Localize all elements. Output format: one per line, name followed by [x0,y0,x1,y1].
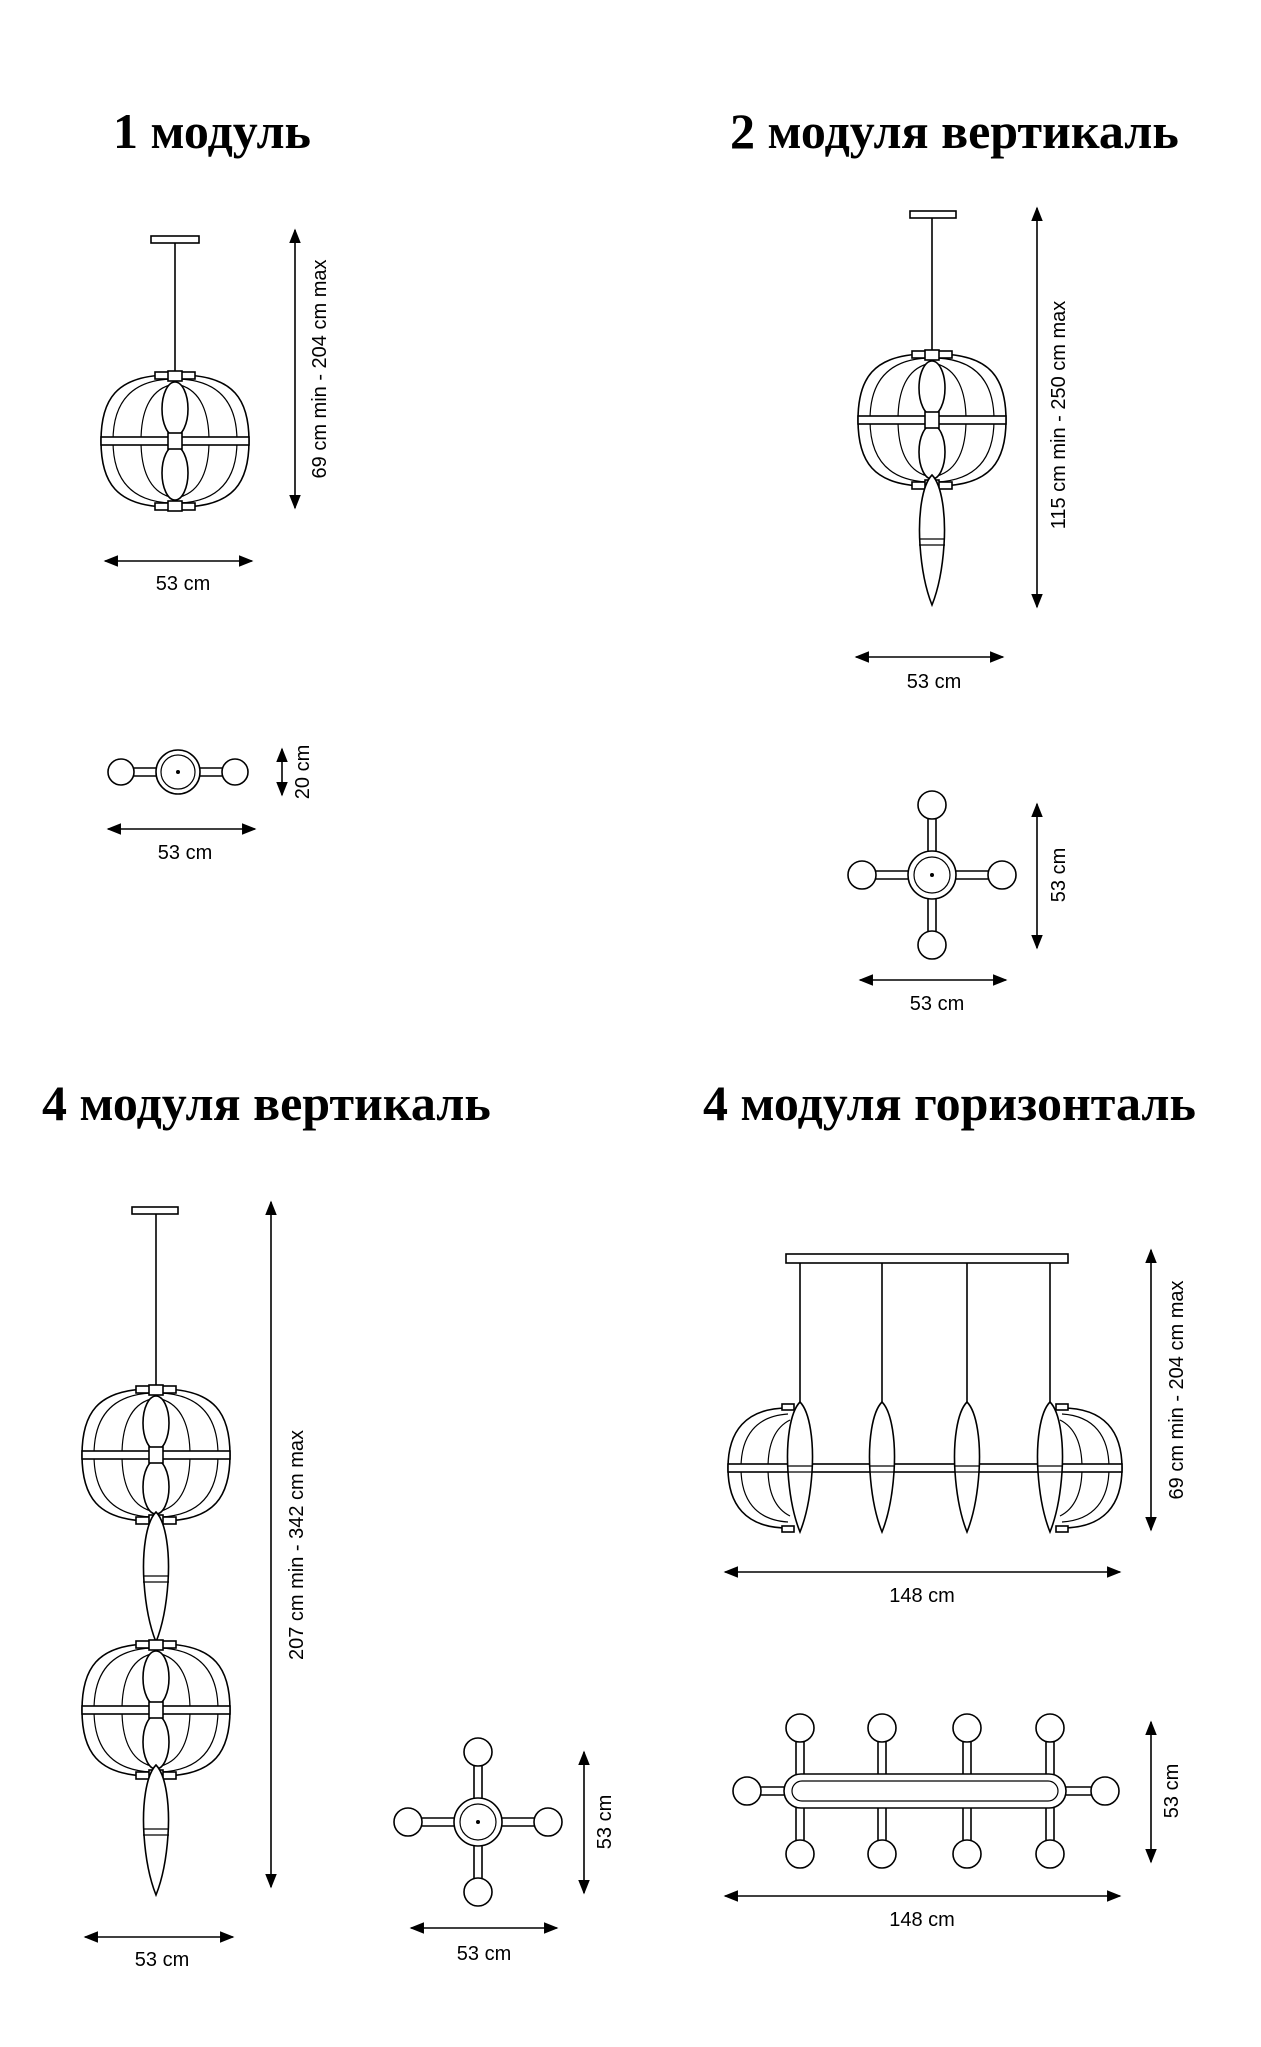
dim-height-4: 69 cm min - 204 cm max [1166,1281,1188,1500]
dim-width-2: 53 cm [907,671,961,693]
title-1-module: 1 модуль [113,103,311,159]
dim-width-3: 53 cm [135,1949,189,1971]
section-1-height-dim: 69 cm min - 204 cm max [289,228,331,510]
section-4-top-dims: 53 cm 148 cm [723,1720,1183,1931]
title-4-modules-vertical: 4 модуля вертикаль [42,1075,491,1131]
section-3-height-dim: 207 cm min - 342 cm max [265,1200,308,1889]
section-2-width-dim: 53 cm [854,651,1005,693]
section-4-width-dim: 148 cm [723,1566,1122,1607]
section-3-top-dims: 53 cm 53 cm [409,1750,616,1965]
dim-top-width-2: 53 cm [910,993,964,1015]
dim-height-1: 69 cm min - 204 cm max [309,260,331,479]
section-3-side-view [81,1206,231,1896]
section-1-top-dims: 20 cm 53 cm [106,745,314,864]
section-4-top-view [732,1713,1120,1869]
dim-depth-2: 53 cm [1048,848,1070,902]
dim-width-4: 148 cm [889,1585,955,1607]
title-2-modules-vertical: 2 модуля вертикаль [730,103,1179,159]
section-2-top-dims: 53 cm 53 cm [858,802,1070,1015]
section-1-width-dim: 53 cm [103,555,254,595]
section-3-top-view [393,1737,563,1907]
dim-width-1: 53 cm [156,573,210,595]
dim-height-3: 207 cm min - 342 cm max [286,1430,308,1660]
section-4-side-view [727,1253,1123,1533]
section-2-side-view [857,210,1007,606]
section-2-top-view [847,790,1017,960]
section-3-width-dim: 53 cm [83,1931,235,1971]
dim-height-2: 115 cm min - 250 cm max [1048,301,1070,530]
section-4-height-dim: 69 cm min - 204 cm max [1145,1248,1188,1532]
dim-top-width-3: 53 cm [457,1943,511,1965]
dim-depth-3: 53 cm [594,1795,616,1849]
section-1-top-view [107,749,249,795]
dim-top-width-4: 148 cm [889,1909,955,1931]
dim-top-width-1: 53 cm [158,842,212,864]
section-1-side-view [100,235,250,512]
section-2-height-dim: 115 cm min - 250 cm max [1031,206,1070,609]
dim-depth-1: 20 cm [292,745,314,799]
dim-depth-4: 53 cm [1161,1764,1183,1818]
title-4-modules-horizontal: 4 модуля горизонталь [703,1075,1196,1131]
